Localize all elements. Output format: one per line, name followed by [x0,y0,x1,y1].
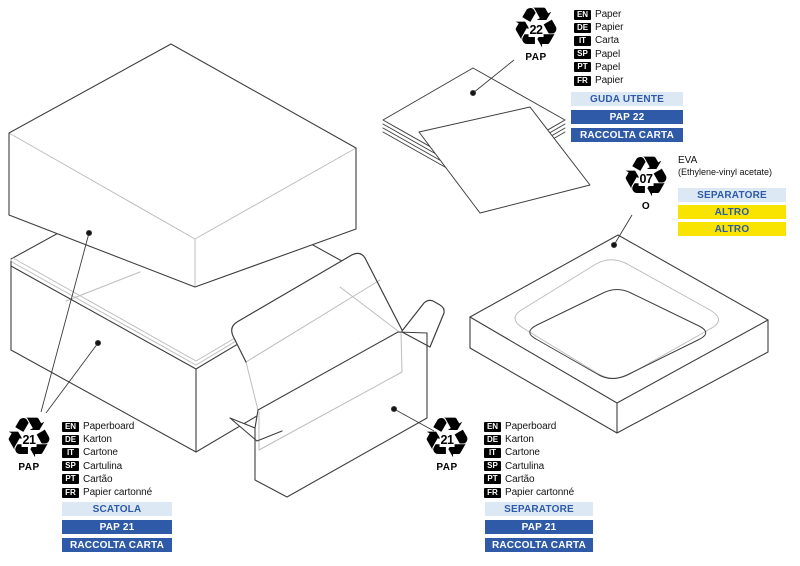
language-label: Cartone [83,447,118,459]
box-language-list: EN Paperboard DE Karton IT Cartone SP Ca… [62,420,152,499]
recycling-material: PAP [436,462,458,473]
language-row: FR Papier [574,74,623,87]
language-row: PT Cartão [484,473,574,486]
recycling-code: 22 [528,23,544,37]
language-tag: FR [62,487,79,498]
eva-title-block: EVA (Ethylene-vinyl acetate) [678,155,772,178]
language-tag: SP [484,461,501,472]
label-bar-pap22: PAP 22 [571,110,683,124]
language-label: Papier [595,22,624,34]
leader-lines [40,59,633,432]
language-tag: SP [574,49,591,60]
language-row: IT Carta [574,34,623,47]
label-bar-pap21: PAP 21 [485,520,593,534]
language-tag: PT [62,474,79,485]
language-row: EN Paper [574,8,623,21]
language-tag: FR [484,487,501,498]
language-row: IT Cartone [62,446,152,459]
language-tag: IT [574,35,591,46]
paper-stack-drawing [382,67,591,214]
label-bar-pap21: PAP 21 [62,520,172,534]
separator-labels: SEPARATORE PAP 21 RACCOLTA CARTA [485,502,593,556]
language-label: Cartone [505,447,540,459]
language-label: Karton [83,434,112,446]
separator-language-list: EN Paperboard DE Karton IT Cartone SP Ca… [484,420,574,499]
language-tag: DE [62,434,79,445]
language-row: IT Cartone [484,446,574,459]
language-row: SP Cartulina [484,460,574,473]
language-label: Cartão [505,473,535,485]
eva-subtitle: (Ethylene-vinyl acetate) [678,167,773,177]
label-bar-altro: ALTRO [678,205,786,219]
language-label: Papier cartonné [83,487,153,499]
guide-labels: GUDA UTENTE PAP 22 RACCOLTA CARTA [571,92,683,146]
language-row: FR Papier cartonné [484,486,574,499]
language-row: SP Papel [574,48,623,61]
recycling-code: 07 [638,172,654,186]
language-label: Cartulina [83,460,123,472]
language-tag: EN [62,421,79,432]
language-tag: DE [574,22,591,33]
eva-labels: SEPARATORE ALTRO ALTRO [678,188,786,239]
language-label: Karton [505,434,534,446]
language-label: Papier [595,75,624,87]
label-bar-altro: ALTRO [678,222,786,236]
language-tag: DE [484,434,501,445]
language-row: PT Cartão [62,473,152,486]
language-tag: IT [62,447,79,458]
language-label: Cartulina [505,460,545,472]
recycling-symbol-pap21-box: ♻ 21 PAP [0,411,59,474]
language-row: FR Papier cartonné [62,486,152,499]
language-row: DE Karton [62,433,152,446]
language-tag: EN [484,421,501,432]
language-tag: EN [574,9,591,20]
language-row: EN Paperboard [62,420,152,433]
label-bar-raccolta-carta: RACCOLTA CARTA [62,538,172,552]
label-bar-separatore: SEPARATORE [678,188,786,202]
box-labels: SCATOLA PAP 21 RACCOLTA CARTA [62,502,172,556]
language-label: Carta [595,35,619,47]
label-bar-scatola: SCATOLA [62,502,172,516]
label-bar-separatore: SEPARATORE [485,502,593,516]
eva-title: EVA [678,155,698,166]
language-row: PT Papel [574,61,623,74]
language-label: Paperboard [83,421,135,433]
language-row: DE Papier [574,21,623,34]
language-label: Paper [595,9,622,21]
language-label: Papier cartonné [505,487,575,499]
language-row: DE Karton [484,433,574,446]
recycling-code: 21 [439,433,455,447]
language-tag: IT [484,447,501,458]
language-row: EN Paperboard [484,420,574,433]
label-bar-raccolta-carta: RACCOLTA CARTA [485,538,593,552]
box-lid-drawing [8,43,357,288]
language-tag: SP [62,461,79,472]
guide-language-list: EN Paper DE Papier IT Carta SP Papel PT … [574,8,623,87]
recycling-material: O [641,201,651,212]
recycling-material: PAP [525,52,547,63]
language-tag: FR [574,75,591,86]
separator-box-drawing [229,252,445,498]
language-row: SP Cartulina [62,460,152,473]
language-label: Paperboard [505,421,557,433]
recycling-symbol-pap21-separator: ♻ 21 PAP [417,411,477,474]
eva-tray-drawing [469,234,769,434]
language-label: Papel [595,61,621,73]
recycling-material: PAP [18,462,40,473]
language-label: Cartão [83,473,113,485]
recycling-code: 21 [21,433,37,447]
label-bar-guda-utente: GUDA UTENTE [571,92,683,106]
label-bar-raccolta-carta: RACCOLTA CARTA [571,128,683,142]
language-tag: PT [574,62,591,73]
language-tag: PT [484,474,501,485]
language-label: Papel [595,48,621,60]
recycling-symbol-07: ♻ 07 O [616,150,676,213]
recycling-symbol-pap22: ♻ 22 PAP [506,1,566,64]
